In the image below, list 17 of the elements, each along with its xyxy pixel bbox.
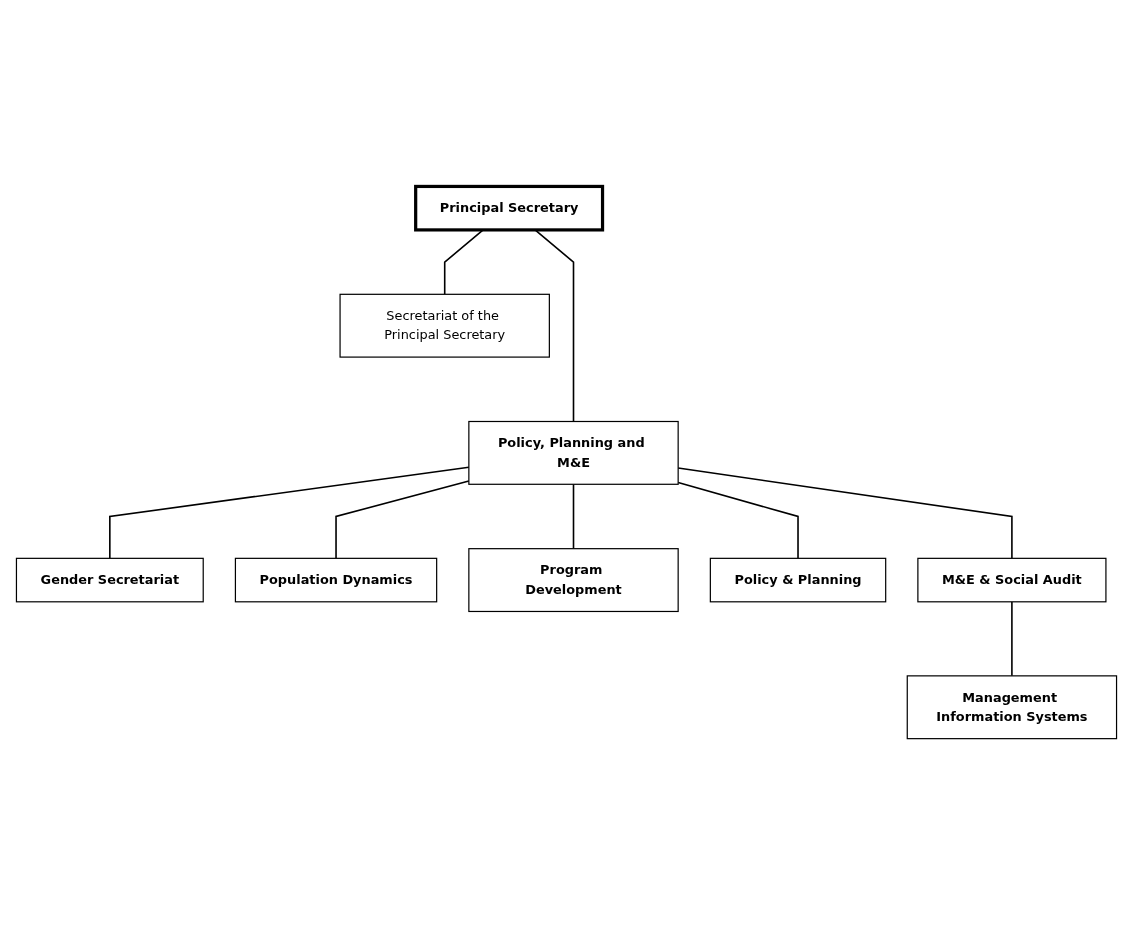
node-box: M&E & Social Audit [917, 557, 1107, 603]
node-box: Population Dynamics [234, 557, 438, 603]
node-box: Secretariat of the Principal Secretary [339, 293, 550, 358]
connector [443, 229, 484, 296]
node-box: Program Development [468, 548, 679, 613]
node-box: Policy & Planning [709, 557, 887, 603]
connector [677, 467, 1013, 560]
connector [534, 229, 575, 423]
connector [677, 481, 799, 560]
node-box: Policy, Planning and M&E [468, 420, 679, 485]
node-box: Management Information Systems [906, 675, 1118, 740]
node-box: Gender Secretariat [15, 557, 204, 603]
connector [109, 466, 470, 560]
connector [1011, 600, 1013, 677]
node-box: Principal Secretary [414, 184, 605, 232]
connector [335, 480, 470, 560]
connector [572, 483, 575, 550]
